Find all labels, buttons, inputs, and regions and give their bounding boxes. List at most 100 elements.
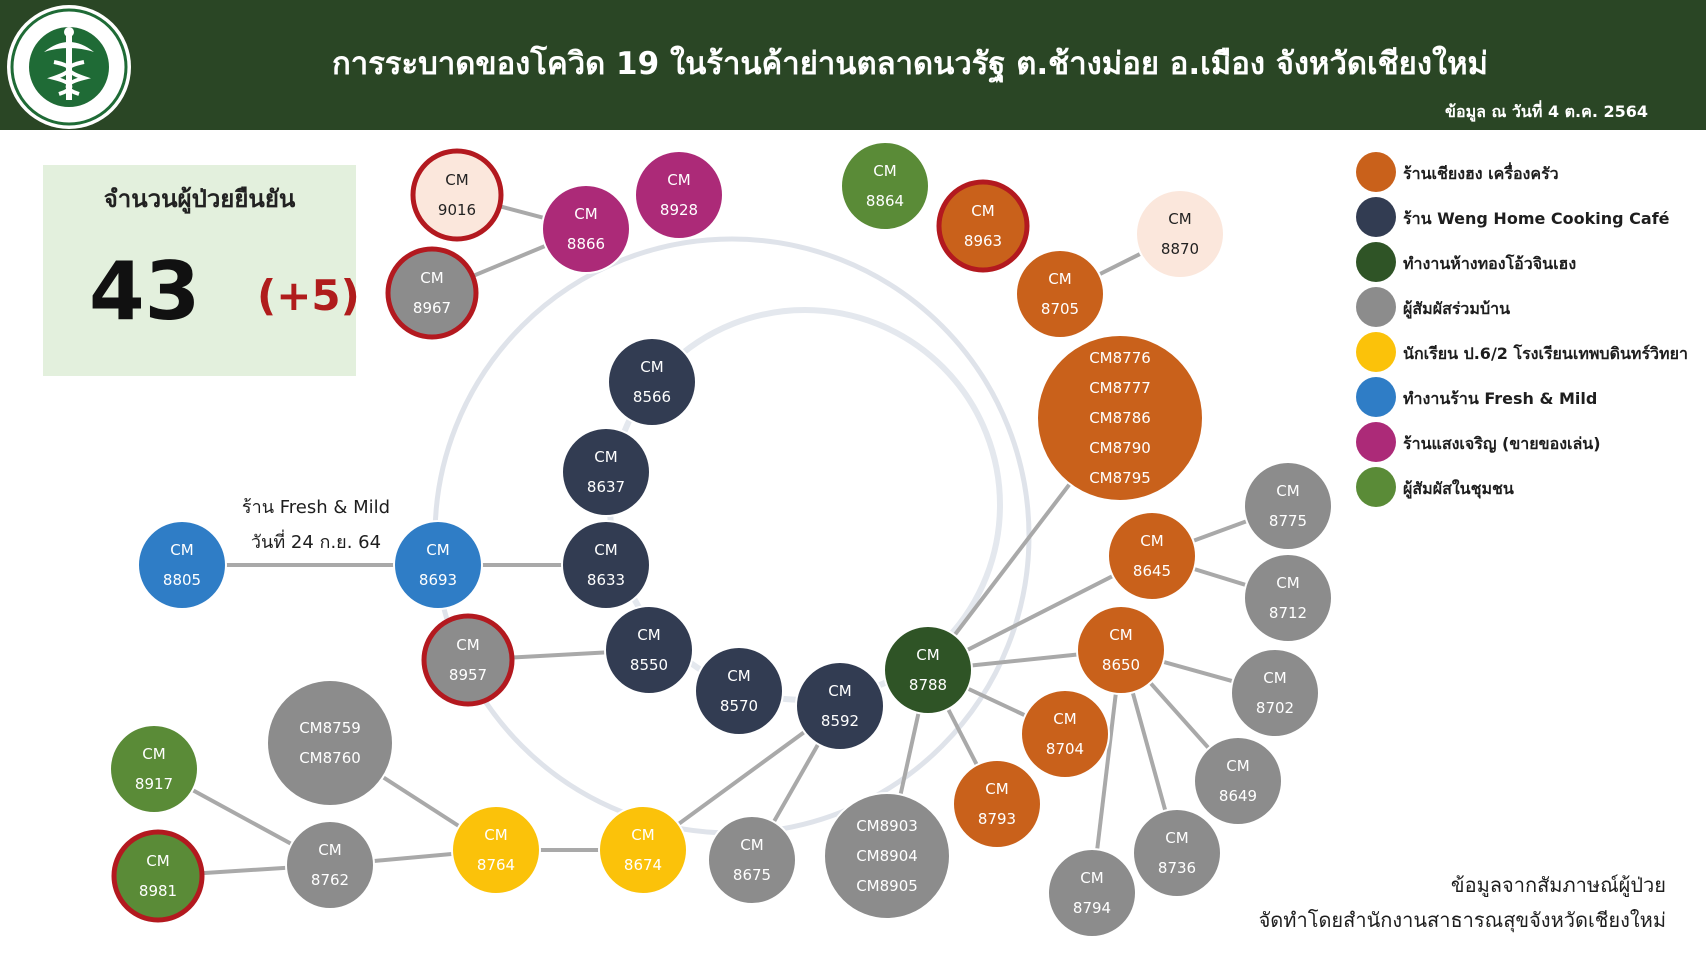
case-node-8633: CM 8633 bbox=[561, 520, 651, 610]
case-node-8675: CM 8675 bbox=[707, 815, 797, 905]
case-circle bbox=[1132, 808, 1222, 898]
case-label: CM8795 bbox=[1089, 469, 1151, 487]
legend-swatch bbox=[1356, 287, 1396, 327]
case-label: CM bbox=[1080, 869, 1103, 887]
case-label: 8550 bbox=[630, 656, 668, 674]
legend-swatch bbox=[1356, 467, 1396, 507]
source-line-2: จัดทำโดยสำนักงานสาธารณสุขจังหวัดเชียงใหม… bbox=[1258, 908, 1666, 932]
annotation-line-2: วันที่ 24 ก.ย. 64 bbox=[250, 532, 382, 553]
confirmed-cases-count: 43 bbox=[89, 245, 201, 338]
case-circle bbox=[883, 625, 973, 715]
case-label: CM8790 bbox=[1089, 439, 1151, 457]
case-label: 8712 bbox=[1269, 604, 1307, 622]
case-label: CM bbox=[445, 171, 468, 189]
legend-item-student: นักเรียน ป.6/2 โรงเรียนเทพบดินทร์วิทยา bbox=[1356, 332, 1696, 372]
case-label: 8693 bbox=[419, 571, 457, 589]
case-label: 8762 bbox=[311, 871, 349, 889]
legend-label: ร้าน Weng Home Cooking Café bbox=[1403, 209, 1670, 228]
case-label: CM8903 bbox=[856, 817, 918, 835]
case-circle bbox=[634, 150, 724, 240]
case-circle bbox=[393, 520, 483, 610]
legend-label: นักเรียน ป.6/2 โรงเรียนเทพบดินทร์วิทยา bbox=[1403, 344, 1688, 363]
case-node-8705: CM 8705 bbox=[1015, 249, 1105, 339]
case-label: 8917 bbox=[135, 775, 173, 793]
case-node-8693: CM 8693 bbox=[393, 520, 483, 610]
case-circle bbox=[561, 427, 651, 517]
confirmed-cases-box: จำนวนผู้ป่วยยืนยัน 43 (+5) bbox=[43, 165, 360, 376]
legend-swatch bbox=[1356, 152, 1396, 192]
legend-item-gold-shop: ทำงานห้างทองโอ้วจินเฮง bbox=[1356, 242, 1696, 282]
case-label: 8864 bbox=[866, 192, 904, 210]
case-label: 8566 bbox=[633, 388, 671, 406]
case-label: CM bbox=[631, 826, 654, 844]
case-label: 8592 bbox=[821, 712, 859, 730]
case-label: 8633 bbox=[587, 571, 625, 589]
case-label: CM bbox=[170, 541, 193, 559]
case-label: CM bbox=[667, 171, 690, 189]
case-label: CM bbox=[1276, 482, 1299, 500]
case-circle bbox=[840, 141, 930, 231]
case-label: CM bbox=[420, 269, 443, 287]
case-label: CM bbox=[318, 841, 341, 859]
case-label: CM bbox=[1140, 532, 1163, 550]
ministry-logo bbox=[7, 5, 131, 129]
legend-label: ผู้สัมผัสในชุมชน bbox=[1403, 479, 1514, 498]
legend-label: ทำงานร้าน Fresh & Mild bbox=[1403, 389, 1598, 408]
legend-swatch bbox=[1356, 242, 1396, 282]
case-label: CM bbox=[740, 836, 763, 854]
case-circle bbox=[451, 805, 541, 895]
case-label: 8649 bbox=[1219, 787, 1257, 805]
case-label: CM bbox=[1048, 270, 1071, 288]
case-circle bbox=[795, 661, 885, 751]
case-node-8775: CM 8775 bbox=[1243, 461, 1333, 551]
case-label: CM8777 bbox=[1089, 379, 1151, 397]
case-label: 8705 bbox=[1041, 300, 1079, 318]
legend-label: ร้านแสงเจริญ (ขายของเล่น) bbox=[1403, 434, 1601, 453]
case-label: CM bbox=[640, 358, 663, 376]
case-circle bbox=[266, 679, 394, 807]
case-circle bbox=[385, 246, 479, 340]
case-label: CM bbox=[574, 205, 597, 223]
case-circle bbox=[421, 613, 515, 707]
fresh-mild-annotation: ร้าน Fresh & Mild วันที่ 24 ก.ย. 64 bbox=[226, 492, 406, 556]
case-label: CM bbox=[426, 541, 449, 559]
case-label: CM bbox=[594, 448, 617, 466]
case-circle bbox=[1047, 848, 1137, 938]
case-circle bbox=[561, 520, 651, 610]
case-label: CM bbox=[594, 541, 617, 559]
case-label: 8775 bbox=[1269, 512, 1307, 530]
case-label: 8702 bbox=[1256, 699, 1294, 717]
case-circle bbox=[598, 805, 688, 895]
case-label: 8675 bbox=[733, 866, 771, 884]
legend-label: ผู้สัมผัสร่วมบ้าน bbox=[1403, 299, 1511, 318]
case-label: 8870 bbox=[1161, 240, 1199, 258]
case-label: 8788 bbox=[909, 676, 947, 694]
data-date: ข้อมูล ณ วันที่ 4 ต.ค. 2564 bbox=[1445, 102, 1648, 121]
case-circle bbox=[285, 820, 375, 910]
case-node-8566: CM 8566 bbox=[607, 337, 697, 427]
case-label: CM8776 bbox=[1089, 349, 1151, 367]
case-label: CM8904 bbox=[856, 847, 918, 865]
case-circle bbox=[1036, 334, 1204, 502]
case-label: CM bbox=[456, 636, 479, 654]
